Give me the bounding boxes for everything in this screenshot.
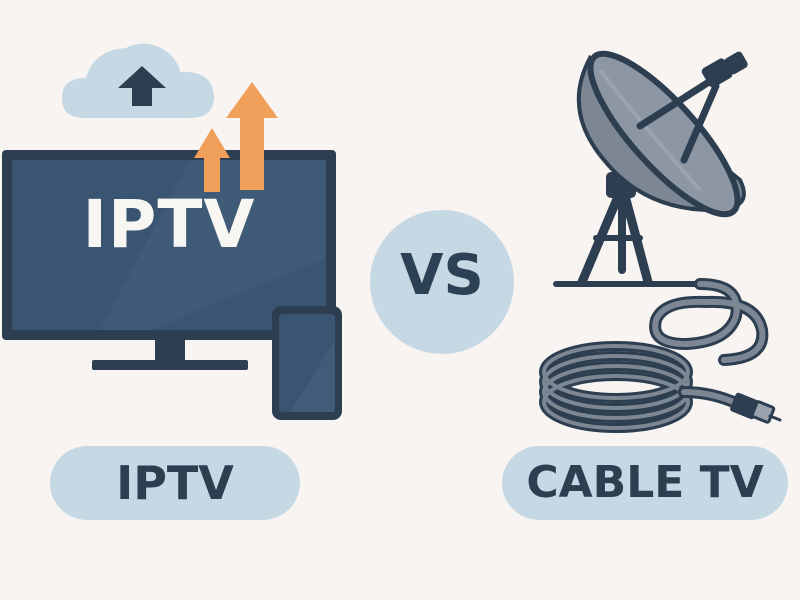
coaxial-cable-icon: [539, 278, 782, 433]
satellite-dish-icon: [576, 50, 748, 287]
cloud-upload-icon: [62, 43, 214, 118]
cable-tv-caption-label: CABLE TV: [526, 457, 764, 508]
tv-screen-label: IPTV: [82, 186, 256, 263]
vs-label: VS: [400, 243, 484, 308]
upload-arrows-icon: [194, 82, 278, 192]
television-icon: [2, 150, 336, 370]
iptv-caption-badge: IPTV: [50, 446, 300, 520]
cable-tv-caption-badge: CABLE TV: [502, 446, 788, 520]
smartphone-icon: [272, 306, 342, 420]
vs-circle: [370, 210, 514, 354]
iptv-caption-label: IPTV: [116, 456, 234, 510]
